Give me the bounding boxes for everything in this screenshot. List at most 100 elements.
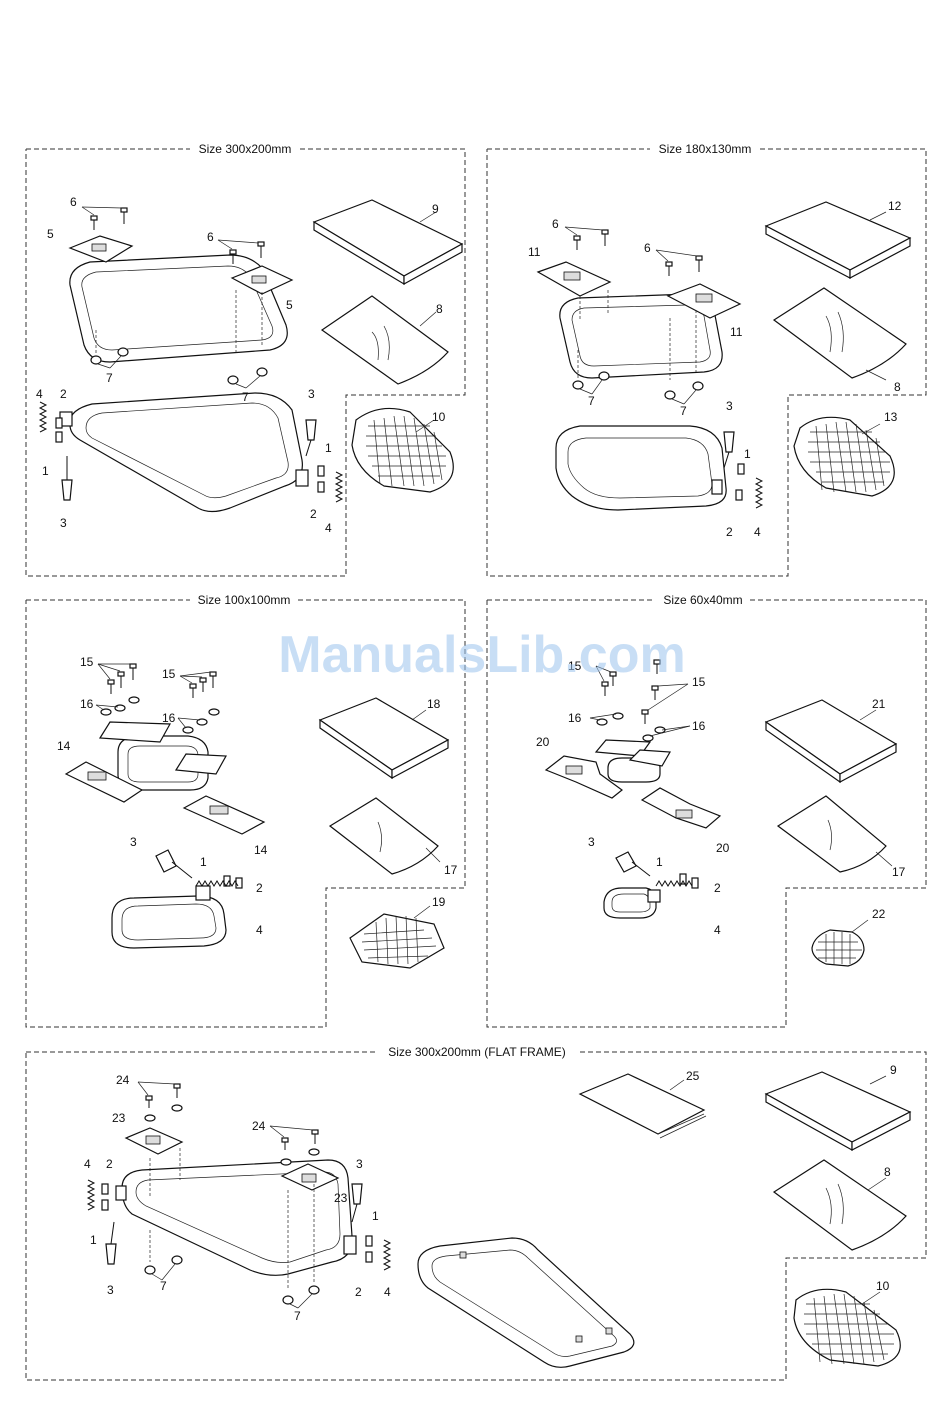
part-number-label: 7	[588, 394, 595, 408]
part-number-label: 2	[714, 881, 721, 895]
part-number-label: 3	[107, 1283, 114, 1297]
part-number-label: 17	[444, 863, 458, 877]
part-number-label: 23	[112, 1111, 126, 1125]
part-number-label: 12	[888, 199, 902, 213]
thumbscrew-icon	[106, 1244, 116, 1264]
panel-5-title: Size 300x200mm (FLAT FRAME)	[388, 1045, 566, 1059]
panel-4-labels: 15 15 16 16 20 20 21 17 3 1 2 4 22	[536, 659, 906, 937]
bracket-20-right	[642, 788, 720, 828]
part-number-label: 8	[884, 1165, 891, 1179]
thumbscrew-icon	[724, 432, 734, 452]
part-number-label: 10	[432, 410, 446, 424]
part-number-label: 2	[106, 1157, 113, 1171]
part-number-label: 6	[552, 217, 559, 231]
outer-frame	[70, 393, 303, 512]
part-number-label: 6	[70, 195, 77, 209]
part-number-label: 25	[686, 1069, 700, 1083]
part-number-label: 1	[325, 441, 332, 455]
panel-2-parts	[538, 202, 910, 510]
part-number-label: 11	[730, 325, 743, 339]
part-number-label: 14	[57, 739, 71, 753]
spring-icon	[756, 478, 762, 508]
bracket-14-right	[184, 796, 264, 834]
part-number-label: 15	[80, 655, 94, 669]
part-number-label: 7	[242, 390, 249, 404]
part-number-label: 3	[356, 1157, 363, 1171]
part-number-label: 2	[355, 1285, 362, 1299]
part-number-label: 10	[876, 1279, 890, 1293]
spring-icon	[336, 472, 342, 502]
part-number-label: 8	[894, 380, 901, 394]
thumbscrew-icon	[616, 852, 636, 872]
thumbscrew-icon	[156, 850, 176, 872]
panel-5-parts	[88, 1072, 910, 1367]
part-number-label: 1	[42, 464, 49, 478]
part-number-label: 6	[644, 241, 651, 255]
spring-icon	[384, 1240, 390, 1270]
part-number-label: 4	[84, 1157, 91, 1171]
part-number-label: 2	[256, 881, 263, 895]
part-number-label: 4	[754, 525, 761, 539]
part-number-label: 6	[207, 230, 214, 244]
template-22	[812, 930, 864, 966]
spring-icon	[196, 881, 238, 886]
part-number-label: 24	[252, 1119, 266, 1133]
spring-icon	[88, 1180, 94, 1210]
part-number-label: 16	[568, 711, 582, 725]
panel-1-parts	[40, 200, 462, 512]
template-10	[794, 1289, 900, 1366]
panel-4-title: Size 60x40mm	[663, 593, 742, 607]
part-number-label: 1	[200, 855, 207, 869]
part-number-label: 24	[116, 1073, 130, 1087]
part-number-label: 20	[716, 841, 730, 855]
part-number-label: 4	[256, 923, 263, 937]
part-number-label: 1	[744, 447, 751, 461]
part-number-label: 1	[656, 855, 663, 869]
part-number-label: 13	[884, 410, 898, 424]
part-number-label: 4	[384, 1285, 391, 1299]
panel-1-title: Size 300x200mm	[199, 142, 292, 156]
panel-3-title: Size 100x100mm	[198, 593, 291, 607]
part-number-label: 7	[160, 1279, 167, 1293]
part-number-label: 9	[890, 1063, 897, 1077]
bracket-16	[176, 754, 226, 774]
bag-17	[330, 798, 438, 874]
part-number-label: 2	[726, 525, 733, 539]
bracket-16	[100, 722, 170, 742]
part-number-label: 1	[90, 1233, 97, 1247]
part-number-label: 3	[60, 516, 67, 530]
sheet-25	[580, 1074, 704, 1134]
part-number-label: 19	[432, 895, 446, 909]
thumbscrew-icon	[62, 480, 72, 500]
part-number-label: 15	[692, 675, 706, 689]
spring-icon	[40, 402, 46, 432]
part-number-label: 21	[872, 697, 886, 711]
bag-8	[774, 288, 906, 378]
part-number-label: 23	[334, 1191, 348, 1205]
flat-frame	[418, 1238, 634, 1367]
watermark: ManualsLib.com	[278, 626, 685, 684]
part-number-label: 16	[162, 711, 176, 725]
part-number-label: 5	[286, 298, 293, 312]
part-number-label: 20	[536, 735, 550, 749]
part-number-label: 7	[680, 404, 687, 418]
panel-2-title: Size 180x130mm	[659, 142, 752, 156]
part-number-label: 2	[60, 387, 67, 401]
bag-17	[778, 796, 886, 872]
part-number-label: 3	[130, 835, 137, 849]
part-number-label: 7	[294, 1309, 301, 1323]
part-number-label: 9	[432, 202, 439, 216]
screw-icon	[574, 230, 702, 276]
part-number-label: 3	[588, 835, 595, 849]
bag-8	[322, 296, 448, 384]
thumbscrew-icon	[352, 1184, 362, 1204]
part-number-label: 7	[106, 371, 113, 385]
part-number-label: 3	[308, 387, 315, 401]
part-number-label: 8	[436, 302, 443, 316]
part-number-label: 16	[692, 719, 706, 733]
hoop-100	[112, 896, 226, 948]
part-number-label: 4	[714, 923, 721, 937]
part-number-label: 2	[310, 507, 317, 521]
part-number-label: 17	[892, 865, 906, 879]
